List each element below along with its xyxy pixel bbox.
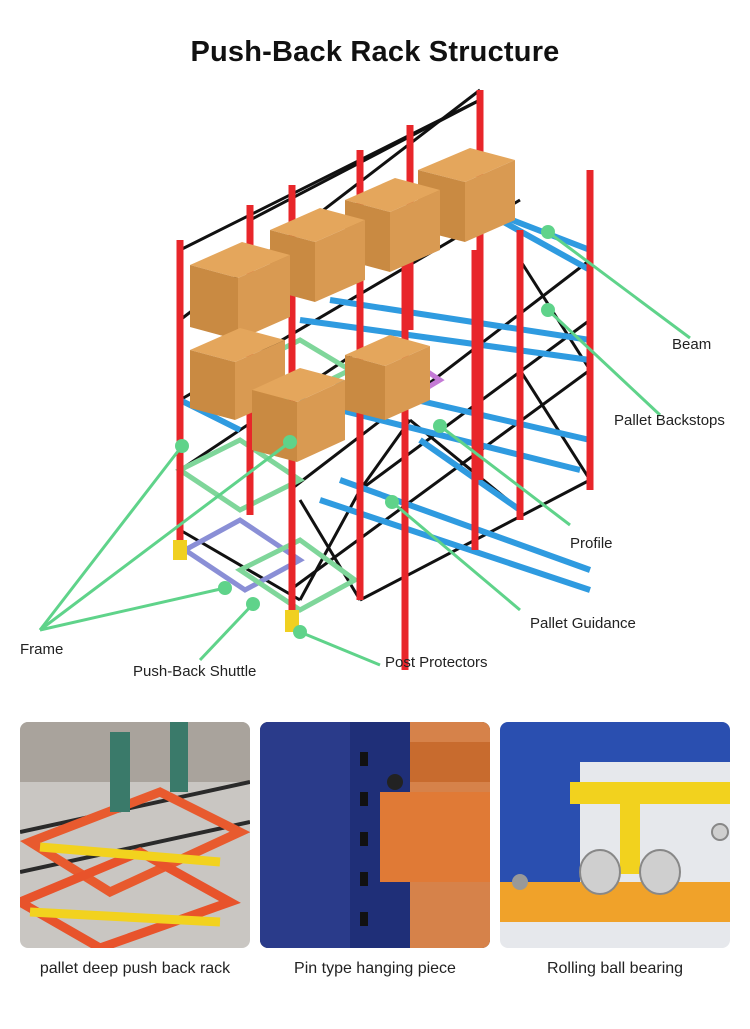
caption-pin-hanging-piece: Pin type hanging piece xyxy=(294,960,456,977)
callout-push-back-shuttle: Push-Back Shuttle xyxy=(133,663,257,680)
callout-dots xyxy=(175,225,555,639)
callout-post-protectors: Post Protectors xyxy=(385,654,488,671)
caption-pallet-deep-rack: pallet deep push back rack xyxy=(39,960,231,977)
box xyxy=(270,208,365,302)
pallet-boxes xyxy=(190,148,515,462)
photo-rolling-bearing xyxy=(500,722,730,948)
caption-rolling-bearing: Rolling ball bearing xyxy=(546,960,684,977)
photo-pin-hanging-piece xyxy=(260,722,490,948)
callout-pallet-backstops: Pallet Backstops xyxy=(614,412,725,429)
callout-lines xyxy=(38,230,691,667)
photo-pallet-deep-rack xyxy=(20,722,250,948)
box xyxy=(345,178,440,272)
box xyxy=(190,328,285,420)
callout-profile: Profile xyxy=(570,535,613,552)
callout-pallet-guidance: Pallet Guidance xyxy=(530,615,636,632)
page-title: Push-Back Rack Structure xyxy=(190,36,560,68)
box xyxy=(190,242,290,340)
callout-beam: Beam xyxy=(672,336,712,353)
box xyxy=(345,335,430,420)
callout-frame: Frame xyxy=(20,641,64,658)
pallet-guidance-rails xyxy=(178,197,592,593)
rack-diagram xyxy=(38,88,691,670)
post-protectors xyxy=(173,540,299,632)
